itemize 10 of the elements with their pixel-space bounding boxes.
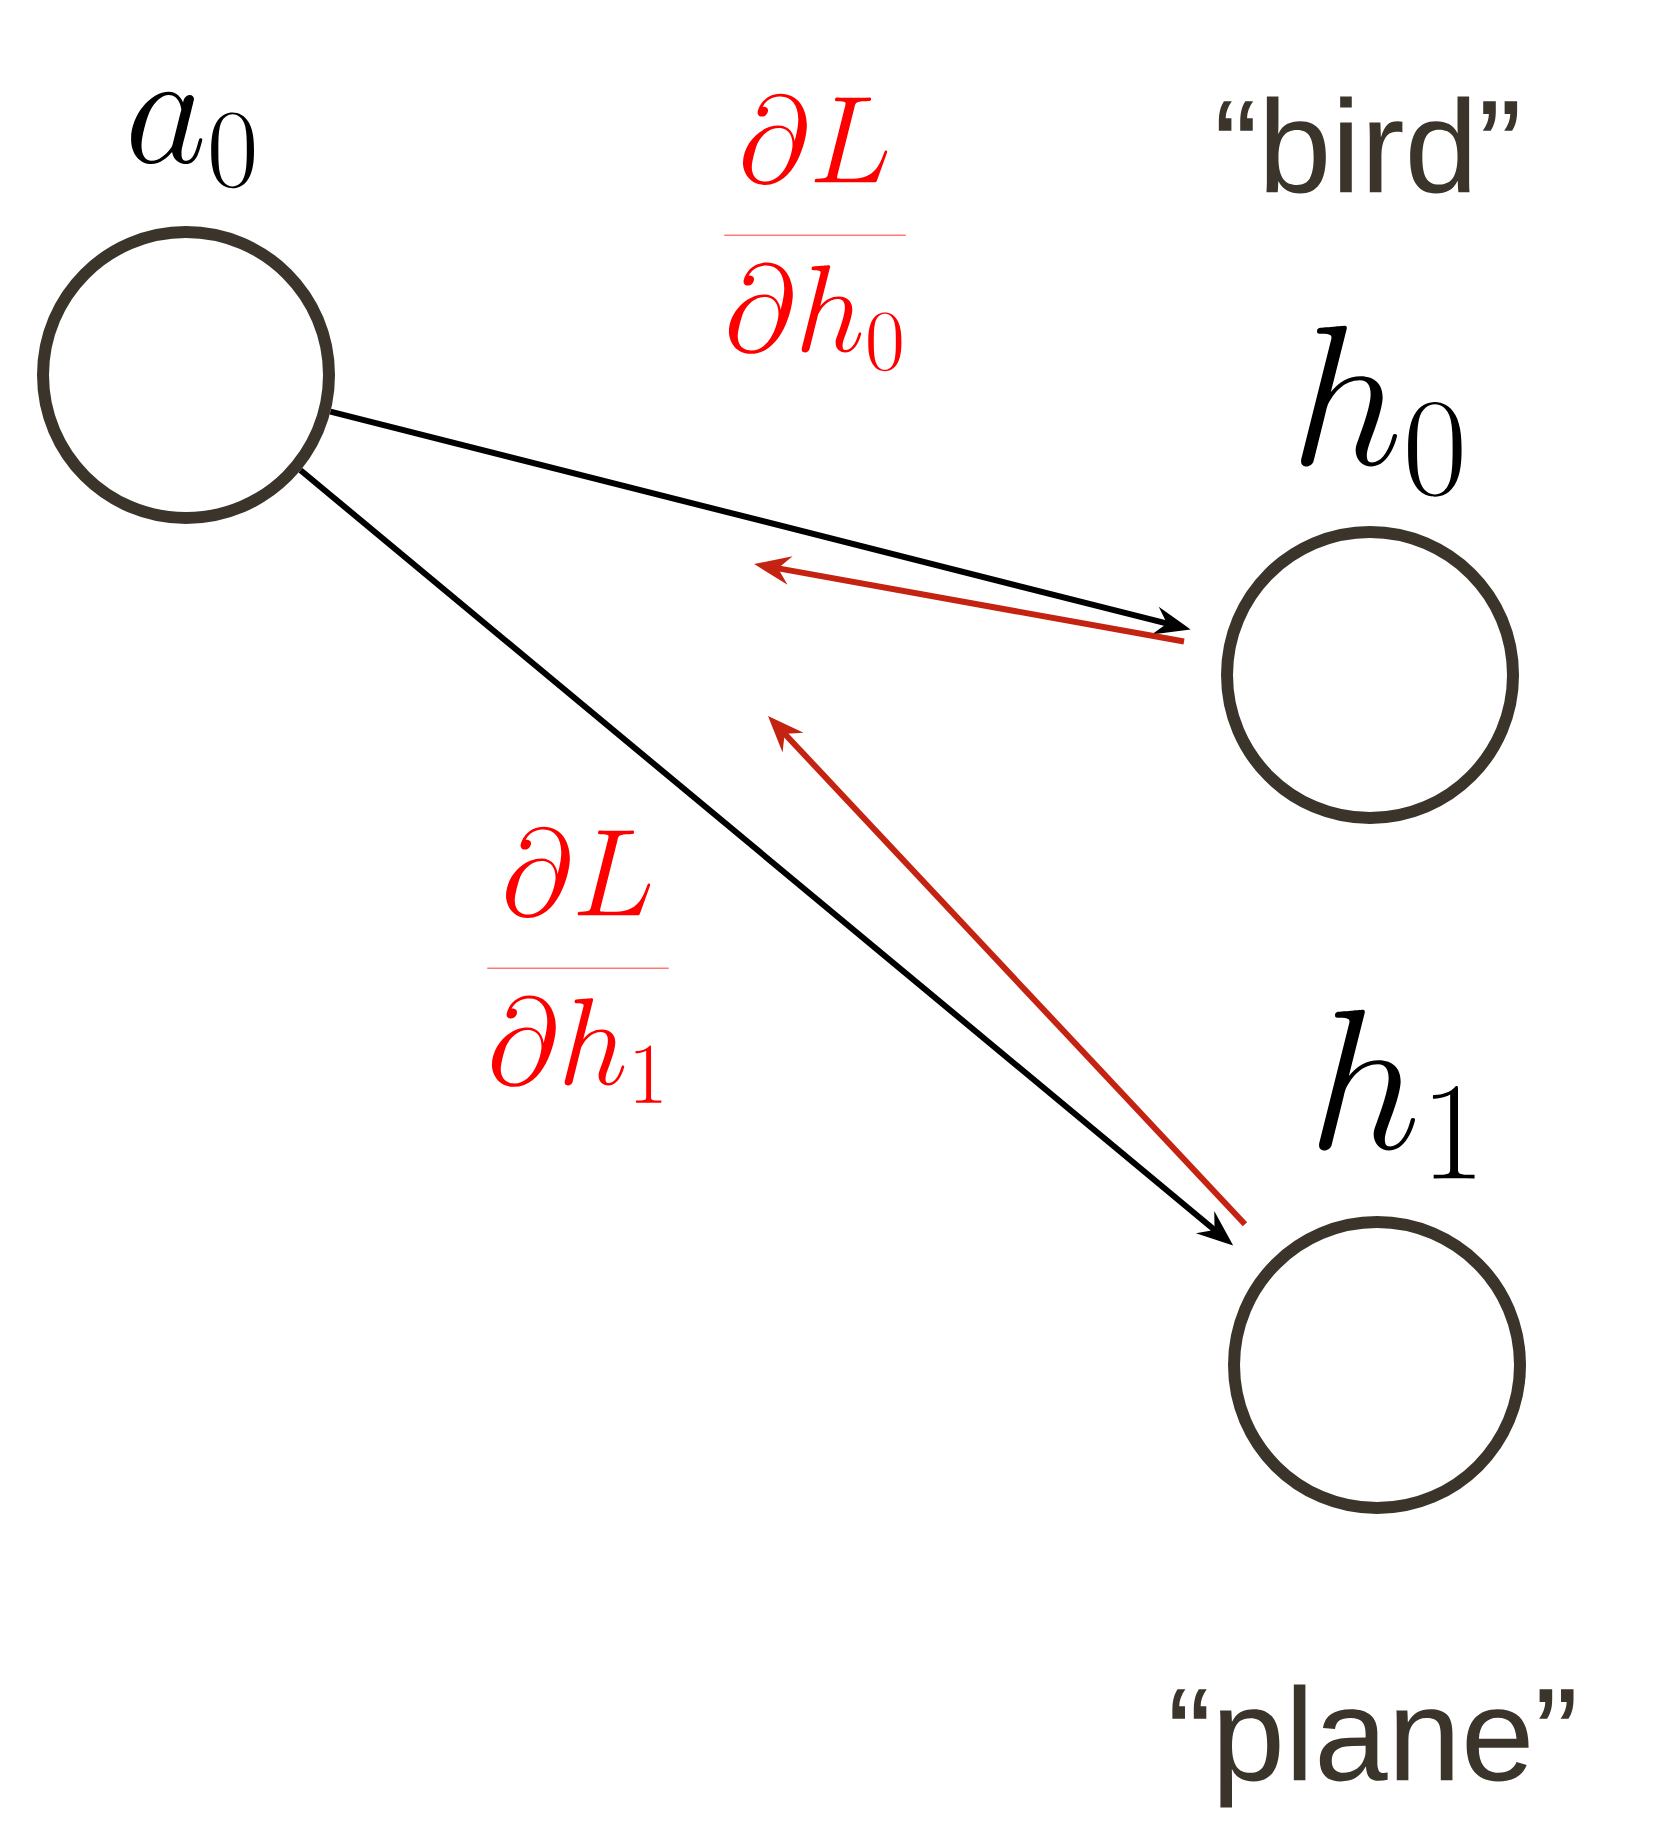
node-label: $h_1$ [1319,1009,1475,1179]
circle-node: $a_0$ [37,91,335,524]
circle-node: $h_1$ [1228,1009,1526,1514]
class-label: “plane” [1172,1684,1574,1808]
class-label: “bird” [1218,96,1518,194]
circle-node: $h_0$ [1221,325,1519,824]
node-label: $h_0$ [1301,325,1462,497]
gradient-label: $\frac{\partial L}{\partial h_1}$ [487,826,669,1103]
gradient-label: $\frac{\partial L}{\partial h_0}$ [724,93,906,372]
node-label: $a_0$ [131,91,254,189]
